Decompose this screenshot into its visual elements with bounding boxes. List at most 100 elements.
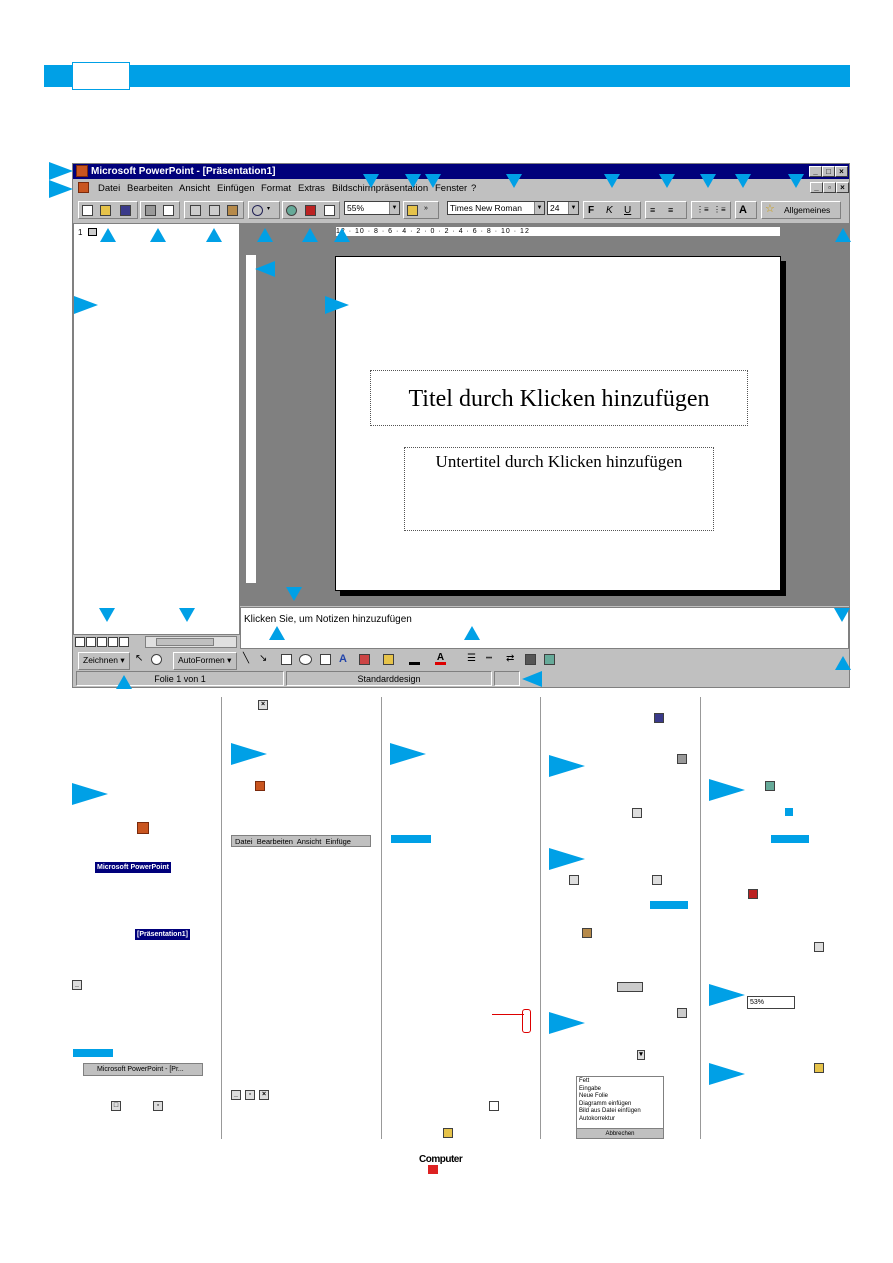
menu-help[interactable]: ?: [471, 183, 477, 194]
copy-icon: [652, 875, 662, 885]
undo-history-list[interactable]: Fett Eingabe Neue Folie Diagramm einfüge…: [576, 1076, 664, 1139]
design-button[interactable]: ☆ Allgemeines: [761, 201, 841, 219]
scrollbar-thumb[interactable]: [156, 638, 214, 646]
callout-arrow-icon: [506, 174, 522, 188]
menu-extras[interactable]: Extras: [298, 183, 325, 194]
spellcheck-icon[interactable]: [163, 205, 174, 216]
save-icon[interactable]: [120, 205, 131, 216]
numbered-list-icon[interactable]: ⋮≡: [696, 205, 709, 214]
bold-icon[interactable]: F: [588, 205, 595, 216]
line-style-icon[interactable]: ☰: [467, 653, 476, 664]
document-icon: [255, 781, 265, 791]
rectangle-icon[interactable]: [281, 654, 292, 665]
font-color-icon[interactable]: A: [435, 652, 446, 665]
autoshapes-button[interactable]: AutoFormen ▾: [173, 652, 237, 670]
callout-arrow-icon: [464, 626, 480, 640]
spelling-status-icon[interactable]: [494, 671, 520, 686]
chart-icon[interactable]: [305, 205, 316, 216]
menu-bildschirmpraesentation[interactable]: Bildschirmpräsentation: [332, 183, 429, 194]
menu-ansicht[interactable]: Ansicht: [179, 183, 211, 194]
doc-close-button[interactable]: ×: [836, 182, 849, 193]
minimize-button[interactable]: _: [809, 166, 822, 177]
bullet-list-icon[interactable]: ⋮≡: [713, 205, 726, 214]
callout-arrow-icon: [522, 671, 542, 687]
select-arrow-icon[interactable]: ↖: [135, 653, 144, 664]
help-icon[interactable]: [407, 205, 418, 216]
doc-restore-button[interactable]: ▫: [823, 182, 836, 193]
italic-icon[interactable]: K: [606, 205, 613, 216]
title-placeholder[interactable]: Titel durch Klicken hinzufügen: [370, 370, 748, 426]
fill-color-icon[interactable]: [383, 654, 394, 665]
clipart-icon[interactable]: [359, 654, 370, 665]
callout-arrow-icon: [100, 228, 116, 242]
line-icon[interactable]: ╲: [243, 653, 250, 664]
subtitle-placeholder[interactable]: Untertitel durch Klicken hinzufügen: [404, 447, 714, 531]
list-item[interactable]: Diagramm einfügen: [579, 1100, 632, 1107]
sorter-view-icon[interactable]: [108, 637, 118, 647]
font-size-select[interactable]: 24▼: [547, 201, 579, 215]
font-dropdown-icon[interactable]: ▼: [534, 202, 544, 214]
notes-pane[interactable]: Klicken Sie, um Notizen hinzuzufügen: [240, 607, 849, 649]
menu-einfuegen[interactable]: Einfügen: [217, 183, 255, 194]
doc-minimize-button[interactable]: _: [810, 182, 823, 193]
zoom-dropdown-icon[interactable]: ▼: [389, 202, 399, 214]
outline-pane[interactable]: 1: [73, 223, 240, 635]
ellipse-icon[interactable]: [299, 654, 312, 665]
list-item[interactable]: Eingabe: [579, 1085, 602, 1092]
slideshow-view-icon[interactable]: [119, 637, 129, 647]
menu-datei[interactable]: Datei: [98, 183, 121, 194]
rotate-icon[interactable]: [151, 654, 162, 665]
arrow-style-icon[interactable]: ⇄: [506, 653, 515, 664]
maximize-button[interactable]: □: [822, 166, 835, 177]
new-slide-icon[interactable]: [324, 205, 335, 216]
list-item[interactable]: Bild aus Datei einfügen: [579, 1108, 641, 1114]
slide-thumbnail-icon[interactable]: [88, 228, 97, 236]
open-folder-icon[interactable]: [100, 205, 111, 216]
shadow-icon[interactable]: [525, 654, 536, 665]
font-size-dropdown-icon[interactable]: ▼: [568, 202, 578, 214]
wordart-icon[interactable]: A: [339, 653, 347, 665]
list-item[interactable]: Fett: [579, 1078, 590, 1084]
line-color-icon[interactable]: [409, 654, 420, 665]
hyperlink-icon[interactable]: [286, 205, 297, 216]
outline-view-icon[interactable]: [86, 637, 96, 647]
draw-menu-button[interactable]: Zeichnen ▾: [78, 652, 130, 670]
document-icon[interactable]: [78, 182, 89, 193]
cut-icon[interactable]: [190, 205, 201, 216]
cancel-button[interactable]: Abbrechen: [577, 1128, 663, 1138]
align-left-icon[interactable]: ≡: [650, 205, 656, 215]
accent-bar: [391, 835, 431, 843]
undo-icon[interactable]: [252, 205, 263, 216]
vertical-ruler: [245, 254, 257, 584]
3d-icon[interactable]: [544, 654, 555, 665]
more-buttons-icon[interactable]: »: [424, 205, 428, 212]
new-file-icon[interactable]: [82, 205, 93, 216]
logo-text: Computer: [419, 1154, 463, 1165]
menu-bearbeiten[interactable]: Bearbeiten: [127, 183, 173, 194]
app-title-sample: Microsoft PowerPoint: [95, 862, 171, 873]
arrow-icon[interactable]: ↘: [259, 653, 268, 664]
textbox-icon[interactable]: [320, 654, 331, 665]
normal-view-icon[interactable]: [75, 637, 85, 647]
menu-fenster[interactable]: Fenster: [435, 183, 468, 194]
powerpoint-app-icon[interactable]: [76, 165, 88, 177]
callout-arrow-icon: [735, 174, 751, 188]
slide-view-icon[interactable]: [97, 637, 107, 647]
hyperlink-icon: [765, 781, 775, 791]
zoom-select[interactable]: 55%▼: [344, 201, 400, 215]
list-item[interactable]: Autokorrektur: [579, 1115, 616, 1122]
align-center-icon[interactable]: ≡: [668, 205, 674, 215]
close-button[interactable]: ×: [835, 166, 848, 177]
dash-style-icon[interactable]: ┅: [486, 653, 493, 664]
increase-font-icon[interactable]: A: [739, 204, 747, 216]
menu-excerpt-item: Einfüge: [325, 837, 351, 846]
menu-format[interactable]: Format: [261, 183, 292, 194]
font-select[interactable]: Times New Roman▼: [447, 201, 545, 215]
copy-icon[interactable]: [209, 205, 220, 216]
horizontal-scrollbar[interactable]: [145, 636, 237, 648]
list-item[interactable]: Neue Folie: [579, 1093, 609, 1099]
underline-icon[interactable]: U: [624, 205, 632, 216]
print-icon[interactable]: [145, 205, 156, 216]
undo-dropdown-icon[interactable]: ▾: [267, 206, 271, 212]
paste-icon[interactable]: [227, 205, 238, 216]
